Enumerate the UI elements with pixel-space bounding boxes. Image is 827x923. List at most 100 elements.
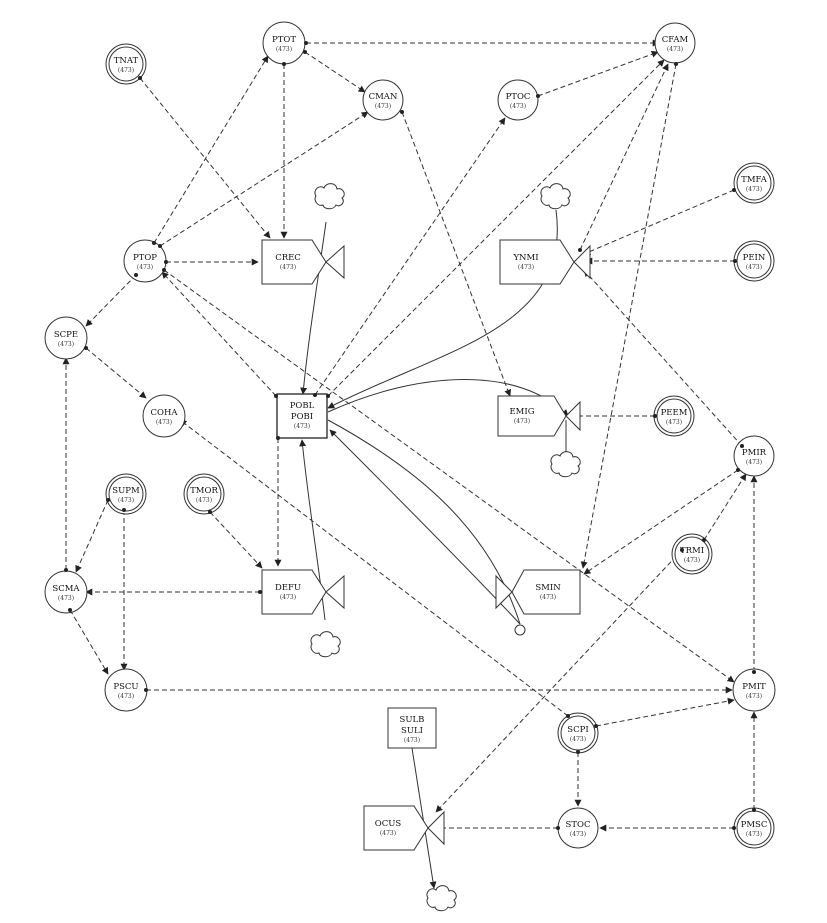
connector-dots [64,41,756,830]
svg-text:COHA: COHA [150,408,178,418]
svg-text:(473): (473) [118,693,134,700]
svg-text:(473): (473) [667,46,683,53]
cloud-ocus [426,885,457,912]
svg-text:PMIT: PMIT [742,682,766,692]
svg-text:CFAM: CFAM [662,35,689,45]
node-crec[interactable]: CREC (473) [261,239,345,285]
node-scpi[interactable]: SCPI (473) [557,712,599,754]
edge-ptot-cman [304,51,366,93]
svg-text:TNAT: TNAT [114,56,139,66]
edge-trmi-ocus [435,549,683,813]
svg-text:PMSC: PMSC [741,820,768,830]
small-circle-terminal [514,624,526,636]
svg-text:POBI: POBI [291,412,313,422]
connections [62,39,758,889]
svg-text:OCUS: OCUS [375,819,402,829]
svg-text:SULI: SULI [401,726,423,736]
svg-text:(473): (473) [58,341,74,348]
svg-text:(473): (473) [294,423,310,430]
svg-text:SCMA: SCMA [52,584,80,594]
node-supm[interactable]: SUPM (473) [105,473,147,515]
edge-tnat-crec [139,77,271,239]
svg-text:DEFU: DEFU [275,583,301,593]
edge-scpi-pmit [595,697,735,727]
svg-text:(473): (473) [570,831,586,838]
node-sulb[interactable]: SULB SULI (473) [387,707,437,749]
svg-text:(473): (473) [137,264,153,271]
node-pmsc[interactable]: PMSC (473) [733,807,775,849]
node-cman[interactable]: CMAN (473) [362,79,404,121]
svg-text:PTOT: PTOT [272,35,296,45]
node-ptop[interactable]: PTOP (473) [123,239,167,283]
svg-text:(473): (473) [510,103,526,110]
node-scpe[interactable]: SCPE (473) [44,316,88,360]
svg-text:(473): (473) [746,186,762,193]
svg-text:(473): (473) [666,419,682,426]
node-pscu[interactable]: PSCU (473) [104,668,148,712]
node-stoc[interactable]: STOC (473) [557,807,599,849]
edge-sulb-ocus [411,747,437,889]
edge-tmor-defu [209,511,263,569]
svg-text:PMIR: PMIR [742,448,767,458]
node-ptoc[interactable]: PTOC (473) [497,79,539,121]
edge-supm-scma [75,499,109,573]
svg-text:SMIN: SMIN [535,583,561,593]
node-pmit[interactable]: PMIT (473) [732,668,776,712]
svg-text:(473): (473) [196,497,212,504]
node-peem[interactable]: PEEM (473) [653,395,695,437]
svg-text:(473): (473) [118,67,134,74]
svg-text:CMAN: CMAN [369,92,398,102]
edge-ptop-ptot [153,55,269,244]
svg-text:(473): (473) [156,419,172,426]
node-pobl[interactable]: POBL POBI (473) [276,393,328,439]
svg-text:(473): (473) [746,693,762,700]
cloud-crec [314,183,345,210]
edge-cman-emig [401,111,512,397]
svg-text:PEIN: PEIN [743,253,766,263]
node-ynmi[interactable]: YNMI (473) [499,239,591,285]
svg-text:(473): (473) [570,736,586,743]
svg-text:(473): (473) [684,557,700,564]
svg-text:STOC: STOC [566,820,591,830]
svg-text:(473): (473) [118,497,134,504]
edge-trmi-pmir [703,473,747,541]
edge-pobl-cfam [327,59,665,397]
svg-text:SCPI: SCPI [567,725,588,735]
node-smin[interactable]: SMIN (473) [495,569,581,615]
svg-text:SCPE: SCPE [54,330,78,340]
svg-text:(473): (473) [380,830,396,837]
svg-text:(473): (473) [514,418,530,425]
node-ptot[interactable]: PTOT (473) [262,21,306,65]
svg-text:(473): (473) [375,103,391,110]
svg-text:(473): (473) [518,264,534,271]
node-tmor[interactable]: TMOR (473) [183,473,225,515]
edge-ynmi-cfam [579,63,669,251]
svg-text:PSCU: PSCU [113,682,138,692]
node-defu[interactable]: DEFU (473) [261,569,345,615]
node-coha[interactable]: COHA (473) [142,394,186,438]
svg-text:CREC: CREC [275,253,301,263]
node-cfam[interactable]: CFAM (473) [654,22,696,64]
svg-text:YNMI: YNMI [512,253,538,263]
edge-crec-pobl [300,221,327,395]
edge-pmir-smin [583,469,739,575]
svg-text:TMOR: TMOR [190,486,218,496]
node-pein[interactable]: PEIN (473) [733,240,775,282]
node-tnat[interactable]: TNAT (473) [105,43,147,85]
svg-text:(473): (473) [540,594,556,601]
edge-tmfa-ynmi [583,189,735,255]
node-trmi[interactable]: TRMI (473) [671,533,713,575]
svg-text:EMIG: EMIG [509,407,534,417]
node-emig[interactable]: EMIG (473) [497,395,581,437]
cloud-emig [550,451,581,478]
node-tmfa[interactable]: TMFA (473) [733,162,775,204]
cloud-defu [310,631,341,658]
edge-ptoc-cfam [537,50,659,97]
edge-ptop-scpe [85,274,137,327]
node-ocus[interactable]: OCUS (473) [363,805,445,851]
node-scma[interactable]: SCMA (473) [44,570,88,614]
svg-text:(473): (473) [276,46,292,53]
svg-text:SUPM: SUPM [112,486,140,496]
edge-ptop-cman [159,111,369,247]
